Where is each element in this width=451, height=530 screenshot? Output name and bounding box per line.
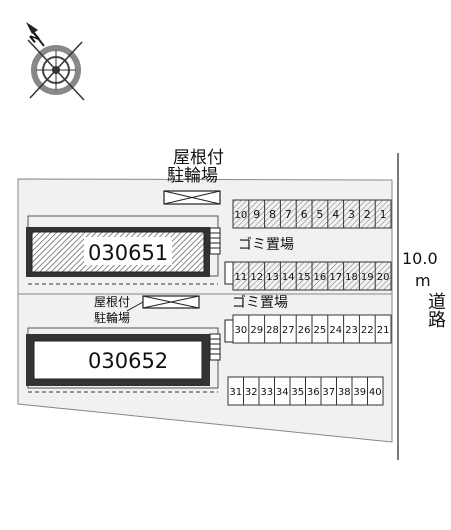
- parking-space-number-37: 37: [322, 387, 335, 398]
- parking-space-number-8: 8: [269, 208, 276, 221]
- parking-space-number-3: 3: [348, 208, 355, 221]
- bicycle-parking-top-label-1: 屋根付: [173, 148, 224, 168]
- garbage-area-1-label: ゴミ置場: [238, 236, 294, 253]
- parking-space-number-32: 32: [245, 387, 258, 398]
- parking-space-number-5: 5: [316, 208, 323, 221]
- building-030652: 030652: [26, 327, 221, 393]
- bicycle-parking-middle-label-1: 屋根付: [94, 295, 130, 309]
- building-030652-id: 030652: [88, 349, 168, 373]
- building-030651-id: 030651: [88, 241, 168, 265]
- parking-space-number-27: 27: [282, 325, 295, 336]
- parking-space-number-11: 11: [235, 272, 248, 283]
- parking-space-number-23: 23: [345, 325, 358, 336]
- compass-icon: N: [26, 22, 85, 101]
- road-unit: m: [415, 271, 431, 290]
- bicycle-parking-top: [163, 190, 221, 205]
- parking-space-number-21: 21: [377, 325, 390, 336]
- parking-space-number-2: 2: [364, 208, 371, 221]
- compass-north-label: N: [27, 30, 42, 46]
- parking-space-number-40: 40: [369, 387, 382, 398]
- parking-space-number-12: 12: [250, 272, 263, 283]
- parking-space-number-14: 14: [282, 272, 295, 283]
- parking-space-number-7: 7: [285, 208, 292, 221]
- bicycle-parking-middle-label-2: 駐輪場: [94, 310, 130, 325]
- parking-space-number-26: 26: [298, 325, 311, 336]
- parking-space-number-39: 39: [353, 387, 366, 398]
- garbage-area-2-label: ゴミ置場: [232, 294, 288, 311]
- garbage-area-2: [224, 319, 234, 343]
- parking-space-number-15: 15: [298, 272, 311, 283]
- parking-space-number-6: 6: [301, 208, 308, 221]
- parking-space-number-38: 38: [338, 387, 351, 398]
- parking-space-number-17: 17: [329, 272, 342, 283]
- parking-space-number-25: 25: [314, 325, 327, 336]
- parking-space-number-35: 35: [291, 387, 304, 398]
- parking-space-number-13: 13: [266, 272, 279, 283]
- parking-space-number-19: 19: [361, 272, 374, 283]
- parking-space-number-22: 22: [361, 325, 374, 336]
- bicycle-parking-middle: [126, 295, 200, 312]
- parking-space-number-24: 24: [329, 325, 342, 336]
- building-030651: 030651: [26, 215, 221, 285]
- road-name: 道路: [410, 292, 446, 328]
- parking-space-number-28: 28: [266, 325, 279, 336]
- parking-space-number-16: 16: [314, 272, 327, 283]
- parking-space-number-30: 30: [235, 325, 248, 336]
- parking-space-number-36: 36: [307, 387, 320, 398]
- road-width: 10.0: [402, 249, 438, 268]
- parking-space-number-1: 1: [380, 208, 387, 221]
- bicycle-parking-top-label-2: 駐輪場: [167, 166, 218, 186]
- parking-space-number-20: 20: [377, 272, 390, 283]
- parking-space-number-31: 31: [229, 387, 242, 398]
- parking-space-number-33: 33: [260, 387, 273, 398]
- garbage-area-1: [224, 261, 234, 285]
- parking-space-number-9: 9: [253, 208, 260, 221]
- parking-space-number-10: 10: [235, 210, 248, 221]
- parking-space-number-29: 29: [250, 325, 263, 336]
- parking-space-number-4: 4: [332, 208, 339, 221]
- parking-space-number-18: 18: [345, 272, 358, 283]
- parking-space-number-34: 34: [276, 387, 289, 398]
